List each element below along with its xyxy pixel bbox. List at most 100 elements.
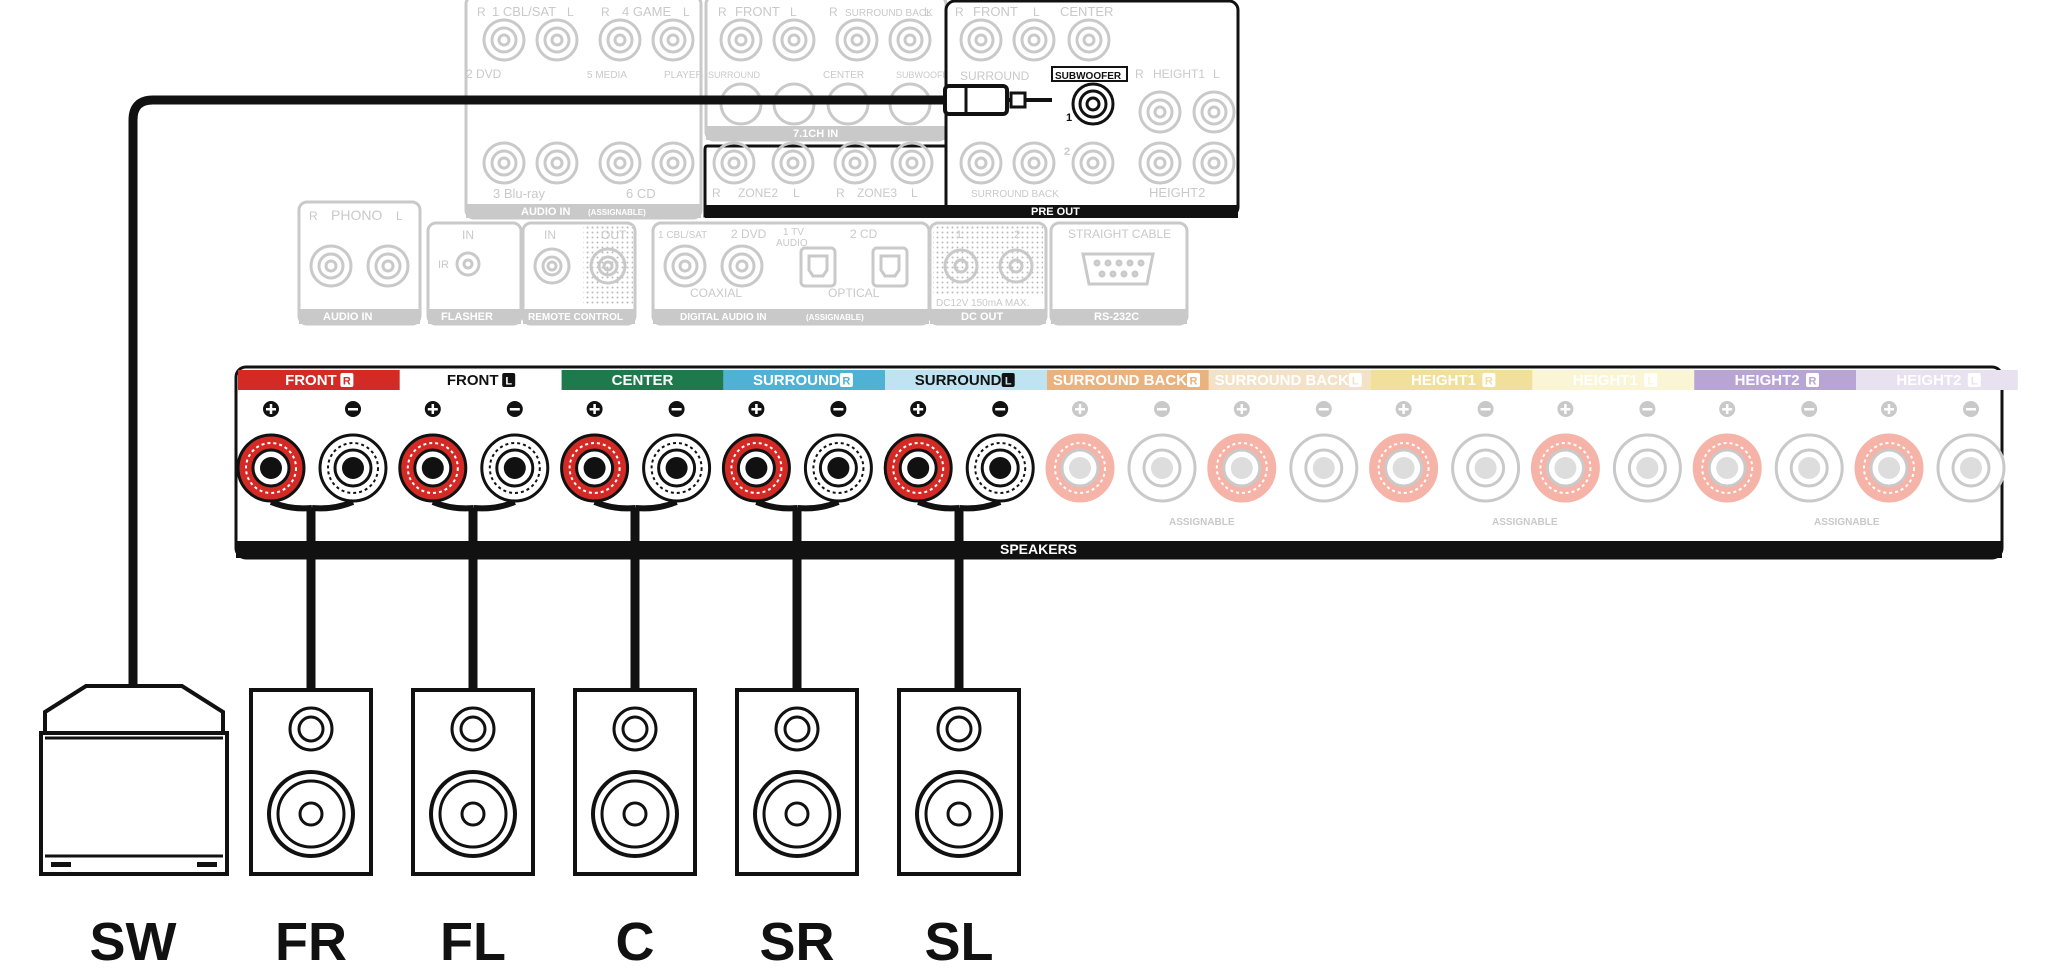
zone3-label: ZONE3	[857, 186, 897, 200]
post-knurl	[245, 442, 297, 494]
post-knurl	[892, 442, 945, 494]
speaker-label-sw: SW	[90, 912, 177, 972]
side-badge-letter: R	[1485, 376, 1493, 388]
channel-tab-label: FRONT	[447, 372, 499, 389]
speaker-terminals	[236, 401, 2006, 512]
straight-cable-label: STRAIGHT CABLE	[1068, 227, 1171, 241]
marker-bar	[995, 408, 1006, 411]
post-knurl	[1215, 442, 1268, 494]
dvd-label: 2 DVD	[466, 67, 502, 81]
side-badge	[1644, 373, 1658, 387]
channel-tab	[1208, 370, 1371, 390]
sub-number-1: 1	[1066, 112, 1072, 124]
post-hole	[1069, 457, 1091, 479]
post-knurl	[1863, 442, 1915, 494]
side-badge-letter: L	[1005, 376, 1012, 388]
side-badge-letter: L	[1352, 376, 1359, 388]
post-hole	[745, 457, 768, 479]
post-knurl	[568, 442, 621, 494]
panel-title-note: (ASSIGNABLE)	[588, 208, 646, 217]
channel-tab-label: SURROUND BACK	[1215, 372, 1349, 389]
post-knurl	[1539, 442, 1592, 494]
speaker-boxes	[249, 688, 1021, 876]
post-hole	[260, 457, 282, 479]
post-knurl	[1701, 442, 1754, 494]
l-badge: L	[911, 186, 918, 200]
post-knurl	[1377, 442, 1430, 494]
height1-label: HEIGHT1	[1153, 67, 1205, 81]
pre-out-panel: PRE OUT R FRONT L CENTER SURROUND SUBWOO…	[703, 0, 1240, 218]
channel-tab-label: SURROUND BACK	[1053, 372, 1187, 389]
speaker-box	[897, 688, 1021, 876]
panel-title: PRE OUT	[1031, 206, 1080, 218]
post-hole	[1798, 457, 1821, 479]
center-label: CENTER	[823, 70, 864, 81]
wire-minus	[311, 499, 355, 512]
side-badge	[1187, 373, 1200, 387]
assignable-label: ASSIGNABLE	[1814, 517, 1880, 528]
media-label: 5 MEDIA	[587, 70, 627, 81]
side-badge-letter: R	[842, 376, 850, 388]
speaker-label-sr: SR	[759, 912, 834, 972]
marker-bar	[1157, 408, 1167, 411]
marker-bar	[1480, 408, 1491, 411]
surround-back-label: SURROUND BACK	[971, 189, 1059, 200]
woofer-cap	[622, 801, 648, 827]
in-label: IN	[462, 228, 474, 242]
side-badge	[502, 373, 516, 387]
subwoofer-cable	[128, 84, 1052, 690]
post-knurl	[488, 442, 541, 494]
side-badge	[1348, 373, 1362, 387]
subwoofer-jack	[1071, 82, 1115, 126]
l-badge: L	[1213, 67, 1220, 81]
post-hole	[583, 457, 606, 479]
dc-number-2: 2	[1014, 229, 1020, 241]
out-label: OUT	[601, 228, 627, 242]
channel-tab-label: HEIGHT1	[1573, 372, 1638, 389]
speaker-labels: SW FR FL C SR SL	[90, 912, 994, 972]
assignable-label: ASSIGNABLE	[1492, 517, 1558, 528]
l-badge: L	[567, 5, 574, 19]
side-badge	[1967, 373, 1981, 387]
channel-tab-label: HEIGHT1	[1411, 372, 1476, 389]
post-knurl	[974, 442, 1027, 494]
side-badge-letter: R	[343, 376, 351, 388]
l-badge: L	[793, 186, 800, 200]
cd-label: 2 CD	[850, 227, 878, 241]
phono-panel: R PHONO L AUDIO IN	[297, 200, 422, 326]
post-knurl	[650, 442, 703, 494]
marker-bar	[269, 404, 273, 414]
post-hole	[503, 457, 526, 479]
post-hole	[421, 457, 444, 479]
side-badge	[1806, 373, 1819, 387]
l-badge: L	[790, 5, 797, 19]
post-hole	[1151, 457, 1173, 479]
post-knurl	[406, 442, 459, 494]
audio-in-panel: R 1 CBL/SAT L R 4 GAME L 2 DVD 5 MEDIA P…	[464, 0, 703, 220]
panel-title: DIGITAL AUDIO IN	[680, 312, 766, 323]
dc-out-panel: 1 2 DC12V 150mA MAX. DC OUT	[928, 221, 1048, 326]
marker-bar	[1564, 404, 1567, 414]
cbl-sat-label: 1 CBL/SAT	[658, 230, 707, 241]
dc-spec: DC12V 150mA MAX.	[936, 298, 1029, 309]
post-hole	[665, 457, 688, 479]
post-knurl	[1945, 442, 1997, 494]
speaker-box	[249, 688, 373, 876]
channel-tab-label: FRONT	[285, 372, 337, 389]
side-badge-letter: L	[1647, 376, 1654, 388]
tv-audio-label-2: AUDIO	[776, 238, 808, 249]
channel-tab-label: HEIGHT2	[1735, 372, 1800, 389]
marker-bar	[348, 408, 358, 411]
channel-tab-label: HEIGHT2	[1896, 372, 1961, 389]
dc-number-1: 1	[956, 229, 962, 241]
marker-bar	[833, 408, 844, 411]
post-hole	[1554, 457, 1577, 479]
channel-tab-label: CENTER	[612, 372, 674, 389]
in-label: IN	[544, 228, 556, 242]
coaxial-label: COAXIAL	[690, 286, 742, 300]
speaker-box	[411, 688, 535, 876]
side-badge-letter: L	[505, 376, 512, 388]
side-badge	[340, 373, 354, 387]
